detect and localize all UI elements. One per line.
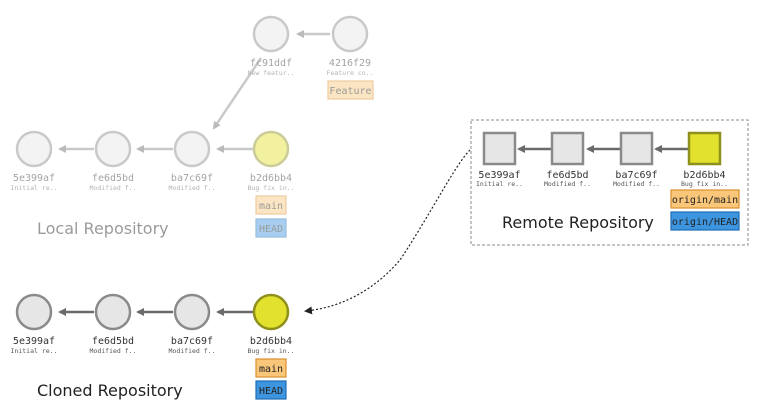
commit-hash: ba7c69f [171,336,213,347]
cloned-repository-title: Cloned Repository [37,381,183,400]
commit-hash: 5e399af [13,173,55,184]
commit-message: Bug fix in.. [248,347,295,355]
head-commit-node [252,293,290,331]
remote-repository: 5e399af Initial re.. fe6d5bd Modified f.… [470,119,749,246]
branch-label-origin-main [670,189,740,209]
commit-hash: ba7c69f [615,170,657,181]
commit-hash: b2d6bb4 [683,170,725,181]
commit-message: Modified f.. [169,347,216,355]
commit-hash: ba7c69f [171,173,213,184]
commit-message: Feature co.. [327,69,374,77]
commit-node [94,293,132,331]
commit-hash: 5e399af [478,170,520,181]
commit-hash: fe6d5bd [546,170,588,181]
commit-node [94,130,132,168]
commit-hash: fe6d5bd [92,336,134,347]
commit-message: Modified f.. [613,180,660,188]
commit-node [619,131,654,166]
commit-message: Bug fix in.. [681,180,728,188]
head-label-text: HEAD [259,224,283,235]
local-repository: fc91ddf New featur.. 4216f29 Feature co.… [11,15,374,238]
commit-hash: fc91ddf [250,58,292,69]
commit-node [173,130,211,168]
commit-message: Initial re.. [11,184,58,192]
branch-label-feature [327,80,374,100]
commit-node [173,293,211,331]
head-commit-node [252,130,290,168]
commit-message: Modified f.. [169,184,216,192]
branch-label-main [255,358,287,378]
commit-message: New featur.. [248,69,295,77]
commit-node [482,131,517,166]
head-label [255,380,287,400]
commit-node [331,15,369,53]
commit-hash: b2d6bb4 [250,336,292,347]
clone-arrow [304,149,471,315]
head-label-text: origin/HEAD [672,217,738,228]
branch-label-text: Feature [329,86,371,97]
commit-hash: 4216f29 [329,58,371,69]
commit-node [15,130,53,168]
commit-message: Modified f.. [90,347,137,355]
commit-hash: fe6d5bd [92,173,134,184]
local-repository-title: Local Repository [37,219,169,238]
remote-repository-title: Remote Repository [502,213,654,232]
head-label-text: HEAD [259,386,283,397]
branch-label-main [255,195,287,215]
head-label [255,218,287,238]
commit-node [252,15,290,53]
branch-label-text: origin/main [672,195,738,206]
head-label-origin-head [670,211,740,231]
branch-label-text: main [259,201,283,212]
commit-message: Initial re.. [476,180,523,188]
commit-message: Initial re.. [11,347,58,355]
edge-feature-1-to-main [212,57,263,130]
remote-repository-frame [470,119,749,246]
commit-message: Bug fix in.. [248,184,295,192]
cloned-repository: 5e399af Initial re.. fe6d5bd Modified f.… [11,293,295,400]
commit-hash: 5e399af [13,336,55,347]
commit-hash: b2d6bb4 [250,173,292,184]
commit-node [15,293,53,331]
commit-message: Modified f.. [90,184,137,192]
head-commit-node [687,131,722,166]
branch-label-text: main [259,364,283,375]
commit-node [550,131,585,166]
commit-message: Modified f.. [544,180,591,188]
